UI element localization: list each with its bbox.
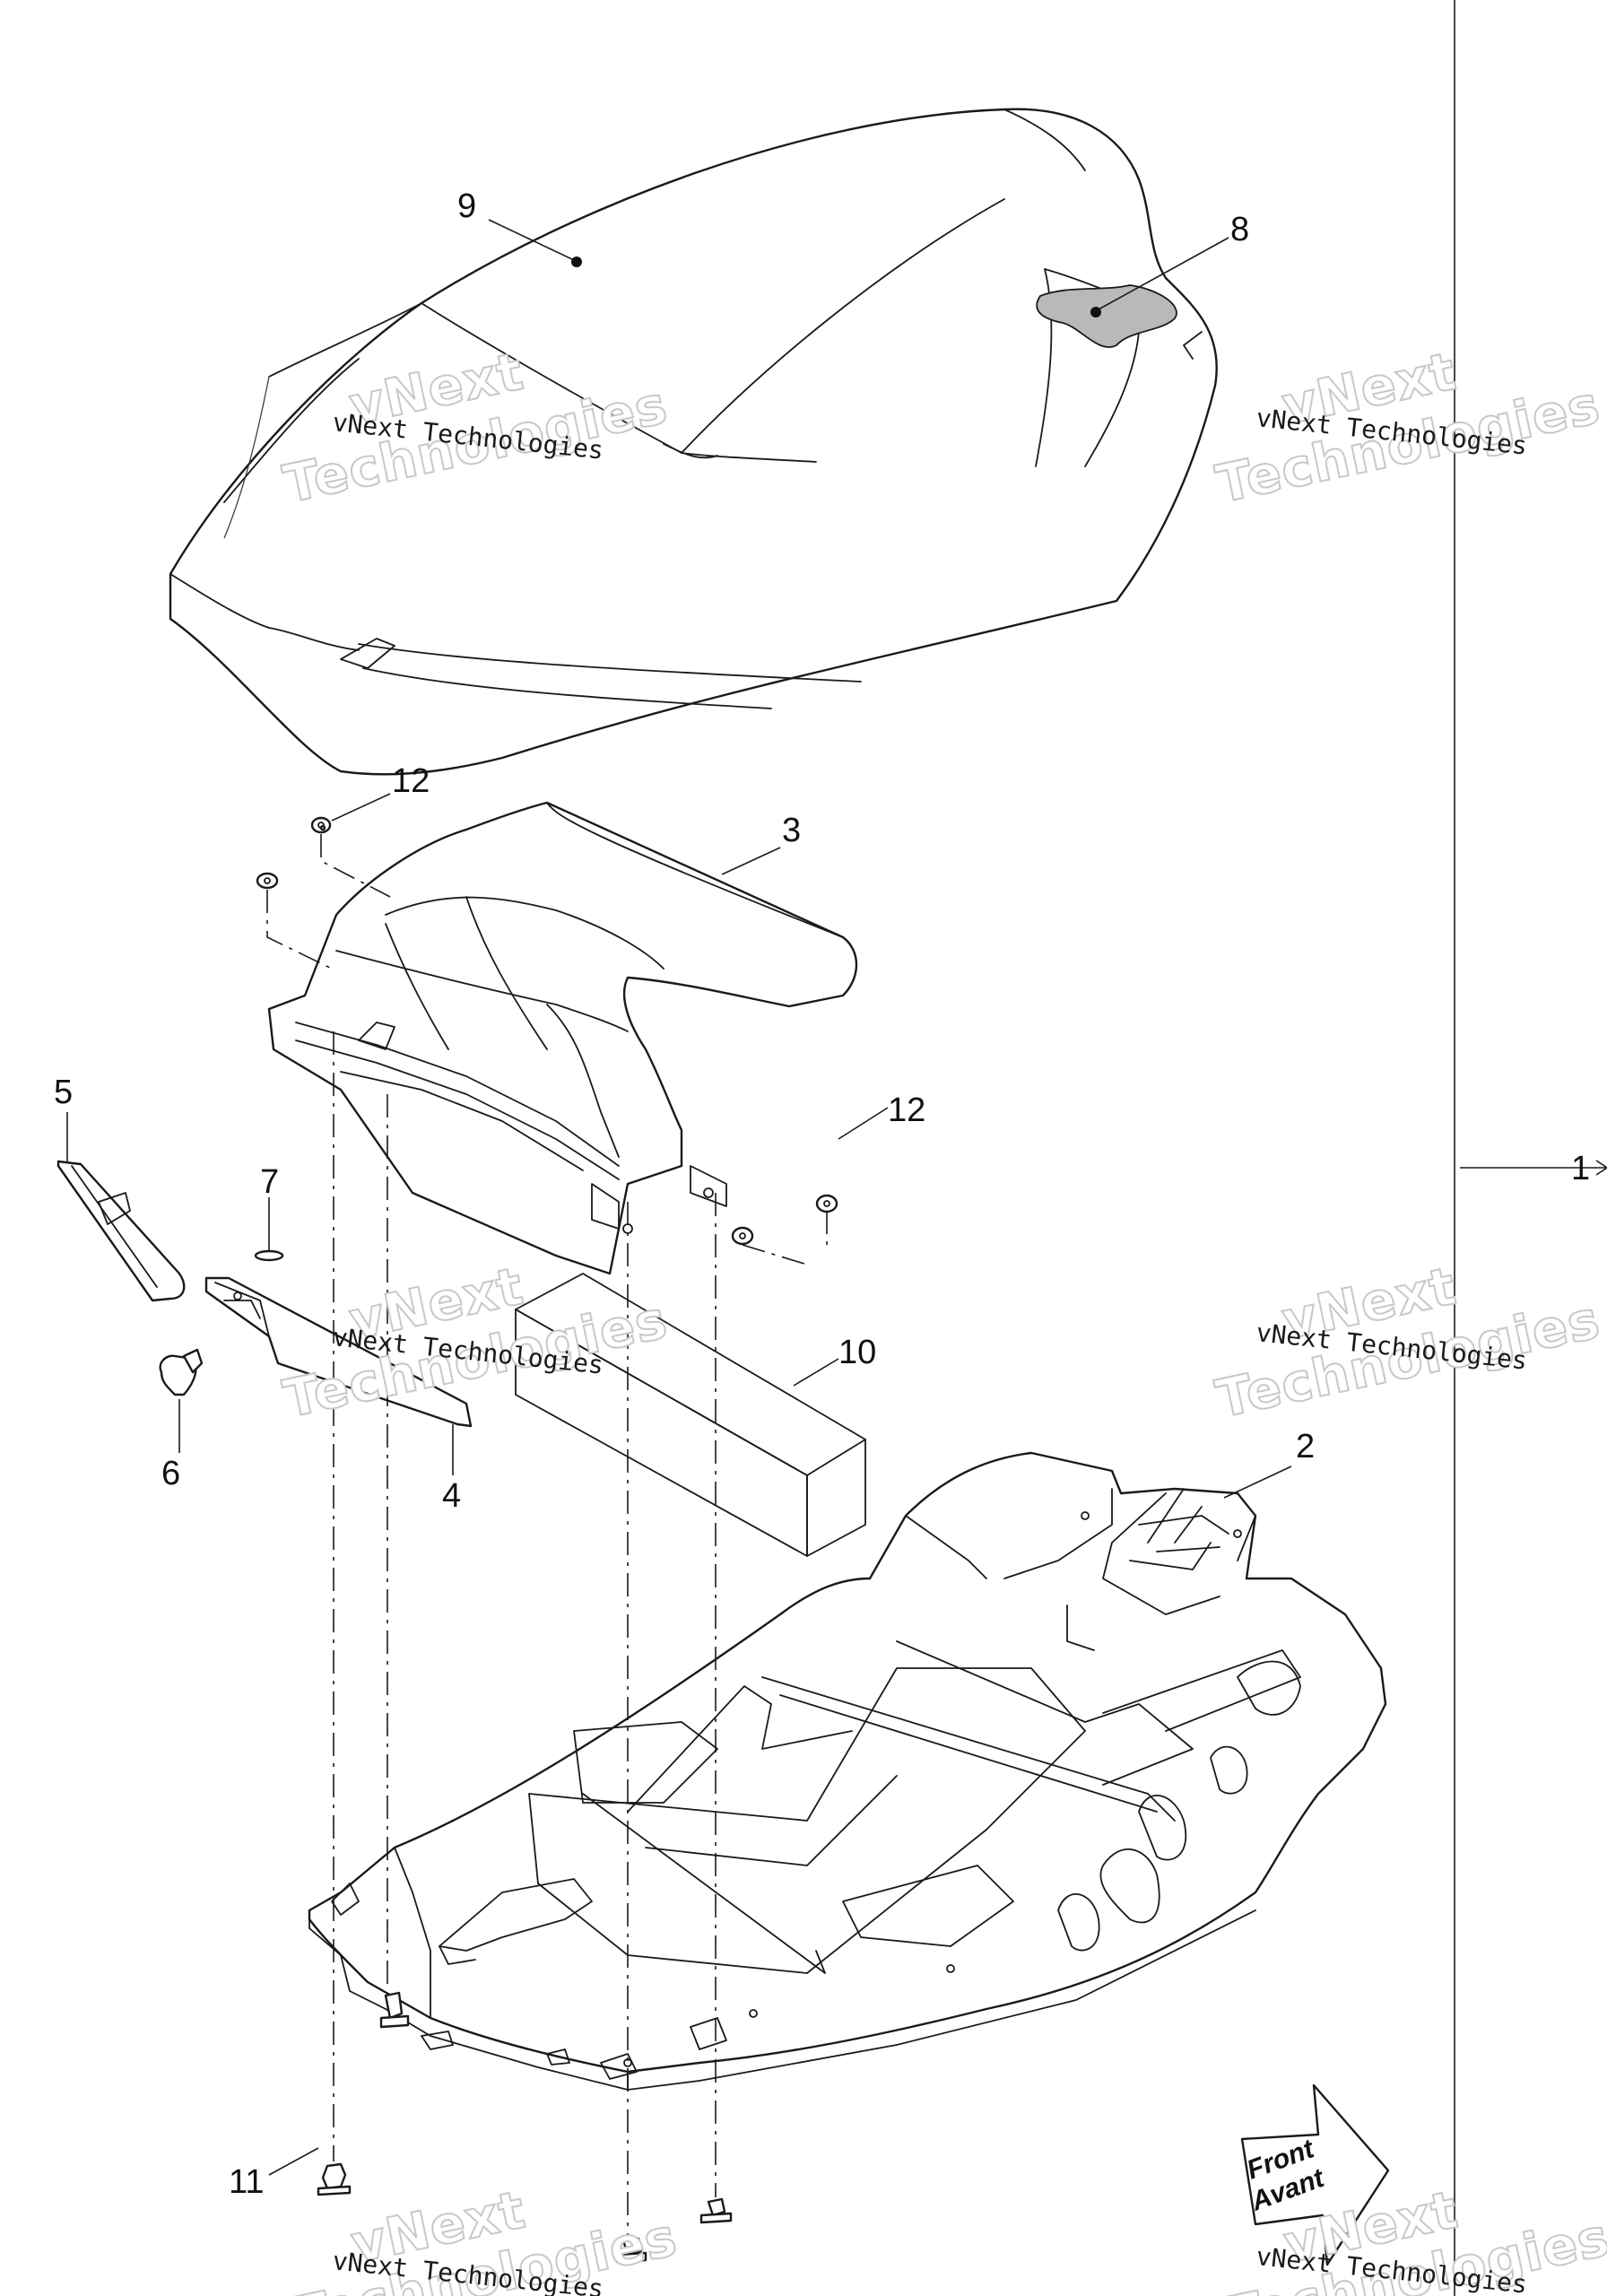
callout-9: 9 [457,187,476,225]
callout-leaders [66,219,1607,2176]
callout-11: 11 [229,2163,264,2201]
callout-4: 4 [442,1477,461,1515]
front-direction-arrow: Front Avant [1240,2083,1390,2266]
callout-12-right: 12 [888,1091,925,1129]
part-3-upper-frame [267,801,858,1275]
part-10-foam-block [515,1273,866,1557]
callout-12-top: 12 [392,762,430,800]
callout-1: 1 [1571,1150,1590,1187]
part-8-patch [1036,284,1177,348]
callout-7: 7 [260,1163,279,1201]
assembly-center-lines [266,834,828,2238]
part-6-push-pin [159,1348,204,1396]
part-5-strap [56,1160,186,1302]
part-11-screws [317,1991,733,2264]
part-9-seat-cover [169,108,1218,776]
part-12-washers [256,816,838,1246]
callout-5: 5 [54,1074,73,1111]
part-4-bracket [204,1276,473,1428]
callout-labels: 9 8 12 3 12 5 7 6 4 10 2 11 1 [54,187,1590,2201]
part-2-seat-base [308,1451,1387,2091]
callout-8: 8 [1230,211,1249,248]
callout-10: 10 [838,1334,876,1371]
callout-2: 2 [1296,1428,1315,1465]
part-7-washer [254,1249,284,1262]
callout-6: 6 [161,1455,180,1492]
callout-3: 3 [782,812,801,849]
watermark-5: vNext Technologies [287,2178,683,2296]
